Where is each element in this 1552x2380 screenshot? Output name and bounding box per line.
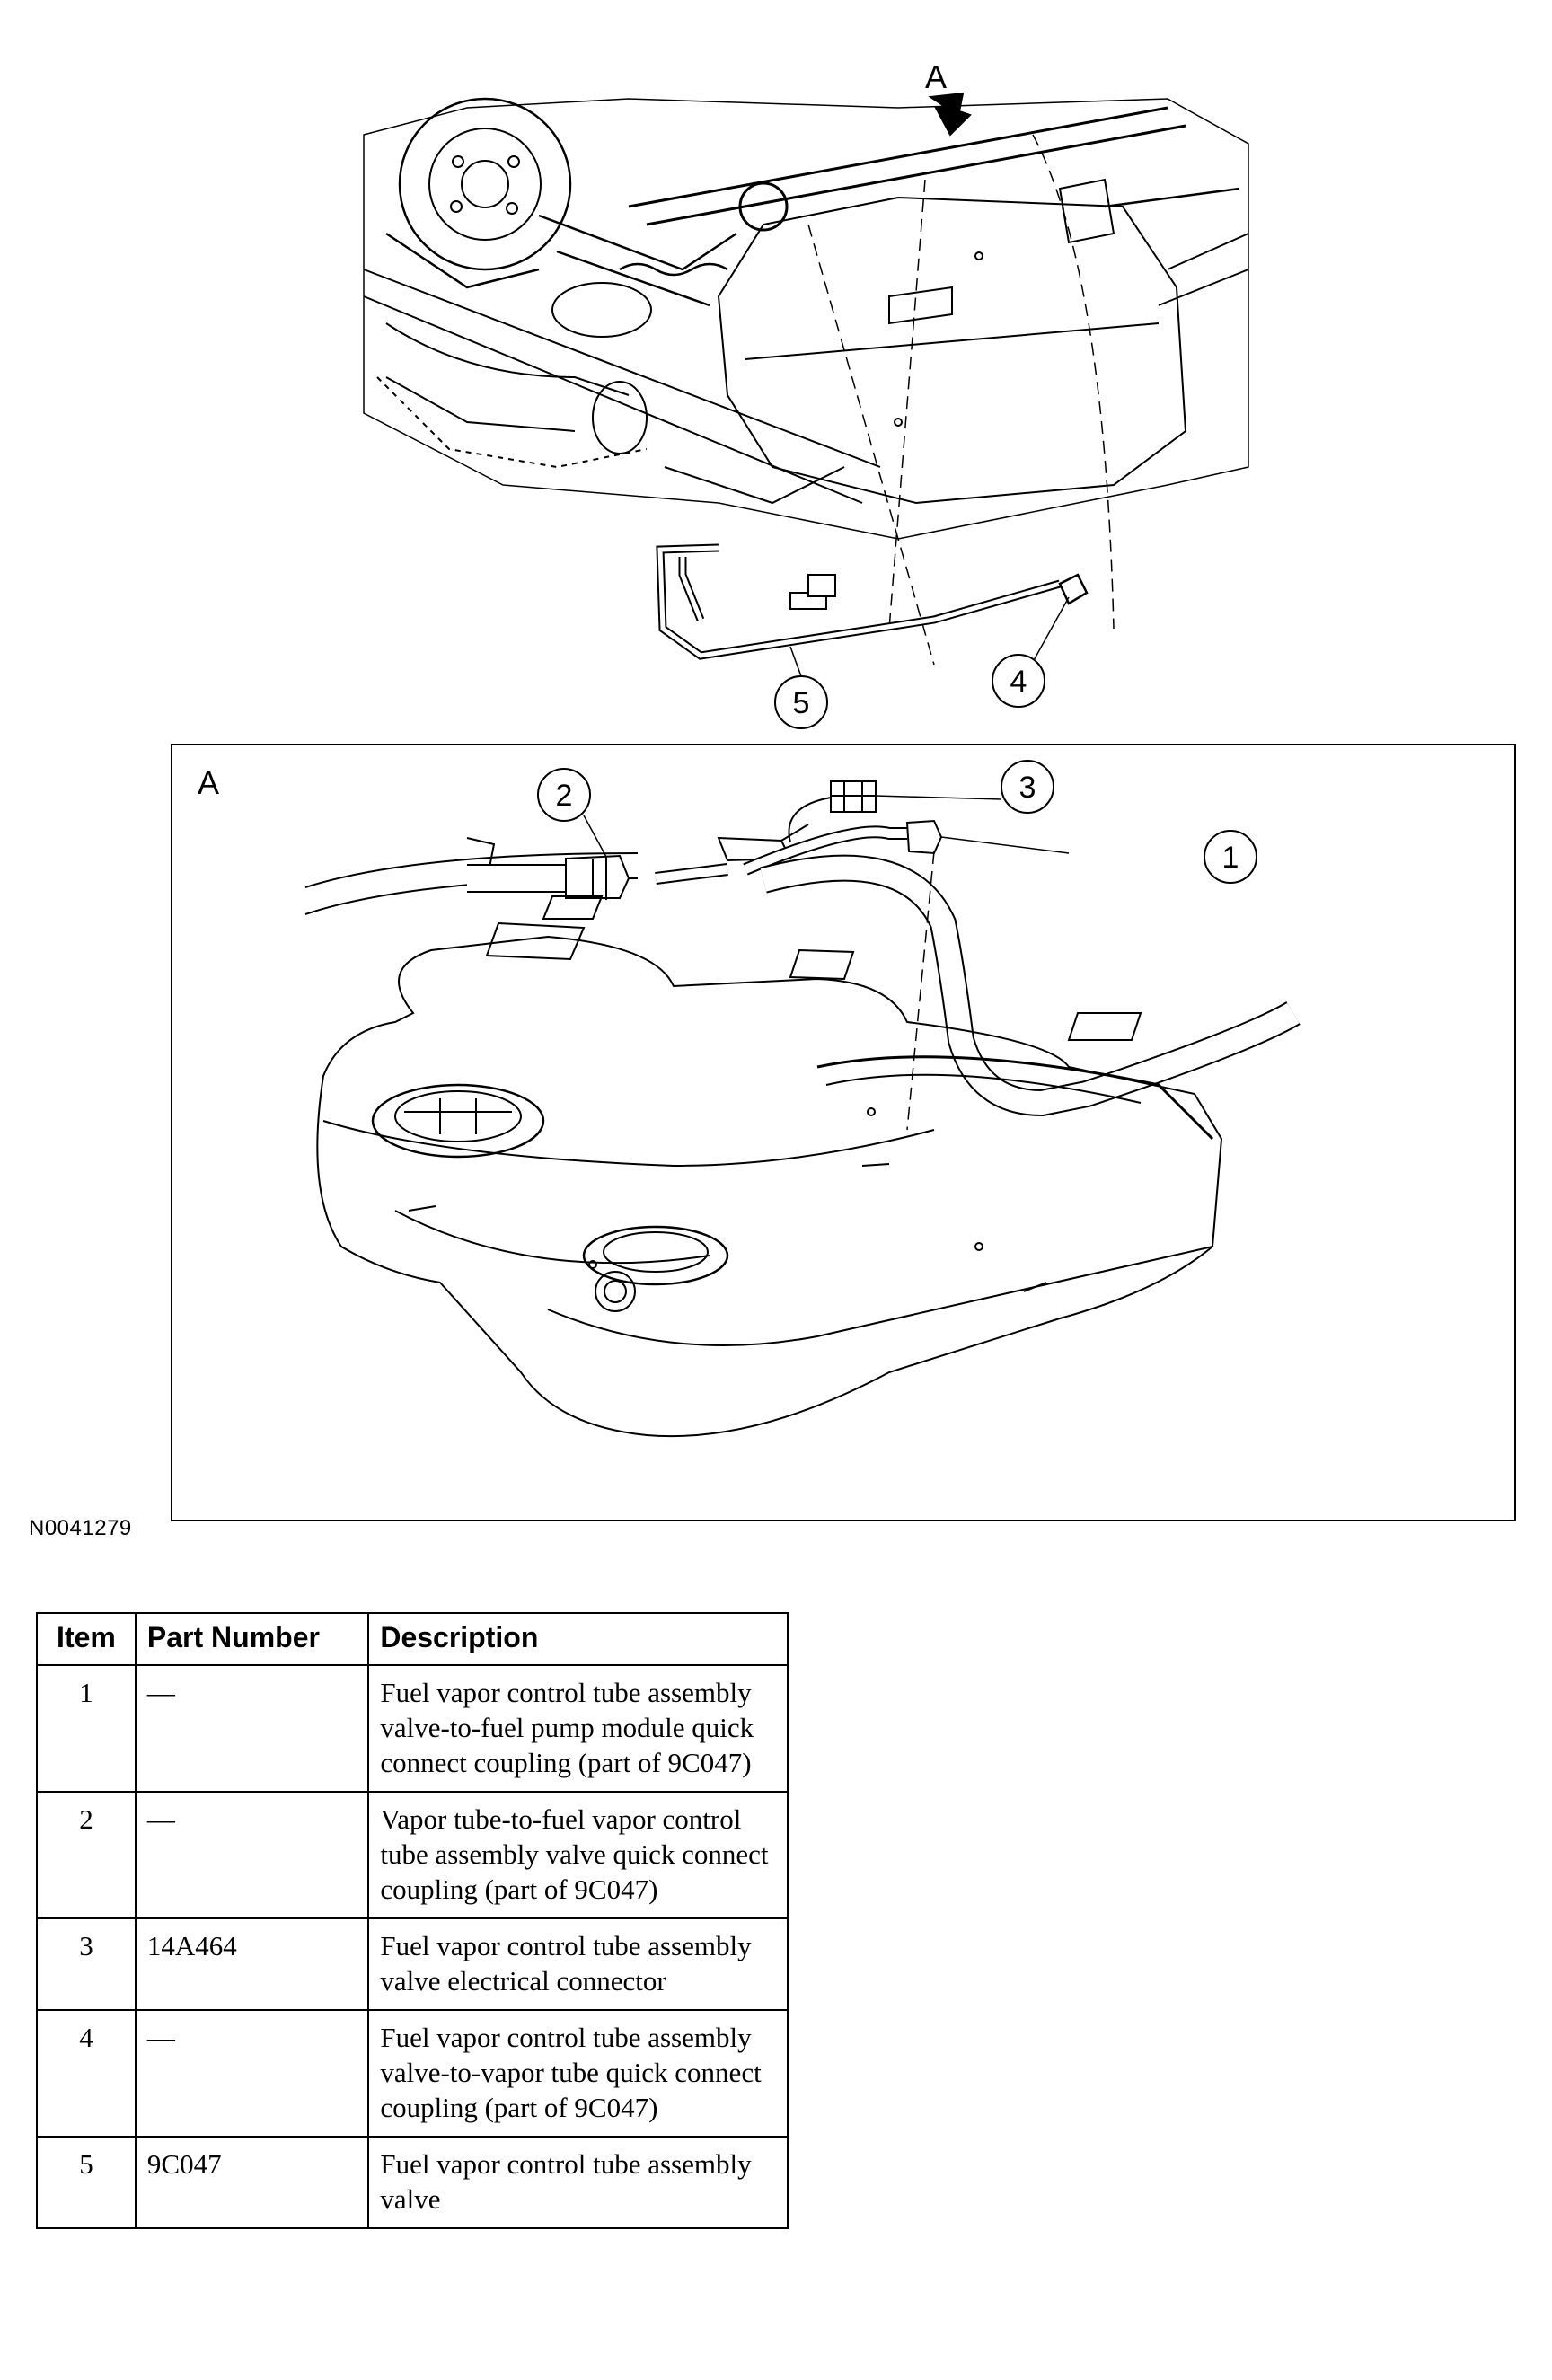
underbody-illustration: A <box>363 58 1249 697</box>
callout-5: 5 <box>774 675 828 729</box>
detail-view-a: A <box>171 744 1516 1521</box>
callout-2-label: 2 <box>556 779 573 813</box>
table-row: 3 14A464 Fuel vapor control tube assembl… <box>36 1917 789 2011</box>
callout-3: 3 <box>1001 760 1054 814</box>
part-number-cell: 14A464 <box>134 1917 370 2011</box>
description-cell: Fuel vapor control tube assembly valve-t… <box>367 1664 789 1793</box>
callout-1-label: 1 <box>1222 841 1239 875</box>
item-cell: 4 <box>36 2009 137 2138</box>
table-header-row: Item Part Number Description <box>36 1612 789 1666</box>
table-row: 1 — Fuel vapor control tube assembly val… <box>36 1664 789 1793</box>
table-row: 4 — Fuel vapor control tube assembly val… <box>36 2009 789 2138</box>
parts-table: Item Part Number Description 1 — Fuel va… <box>36 1612 789 2229</box>
header-part-number: Part Number <box>134 1612 370 1666</box>
callout-4-label: 4 <box>1010 665 1027 699</box>
callout-4: 4 <box>992 654 1045 708</box>
callout-1: 1 <box>1204 830 1257 884</box>
callout-3-label: 3 <box>1019 771 1036 805</box>
item-cell: 3 <box>36 1917 137 2011</box>
callout-2: 2 <box>537 768 591 822</box>
view-a-letter: A <box>925 58 947 95</box>
item-cell: 1 <box>36 1664 137 1793</box>
table-row: 5 9C047 Fuel vapor control tube assembly… <box>36 2136 789 2229</box>
header-item: Item <box>36 1612 137 1666</box>
part-number-cell: — <box>134 1791 370 1919</box>
part-number-cell: — <box>134 1664 370 1793</box>
figure-id: N0041279 <box>29 1516 132 1540</box>
callout-5-label: 5 <box>793 686 810 720</box>
item-cell: 2 <box>36 1791 137 1919</box>
part-number-cell: — <box>134 2009 370 2138</box>
description-cell: Fuel vapor control tube assembly valve e… <box>367 1917 789 2011</box>
item-cell: 5 <box>36 2136 137 2229</box>
part-number-cell: 9C047 <box>134 2136 370 2229</box>
table-row: 2 — Vapor tube-to-fuel vapor control tub… <box>36 1791 789 1919</box>
description-cell: Vapor tube-to-fuel vapor control tube as… <box>367 1791 789 1919</box>
header-description: Description <box>367 1612 789 1666</box>
description-cell: Fuel vapor control tube assembly valve-t… <box>367 2009 789 2138</box>
description-cell: Fuel vapor control tube assembly valve <box>367 2136 789 2229</box>
detail-view-letter: A <box>198 764 219 801</box>
